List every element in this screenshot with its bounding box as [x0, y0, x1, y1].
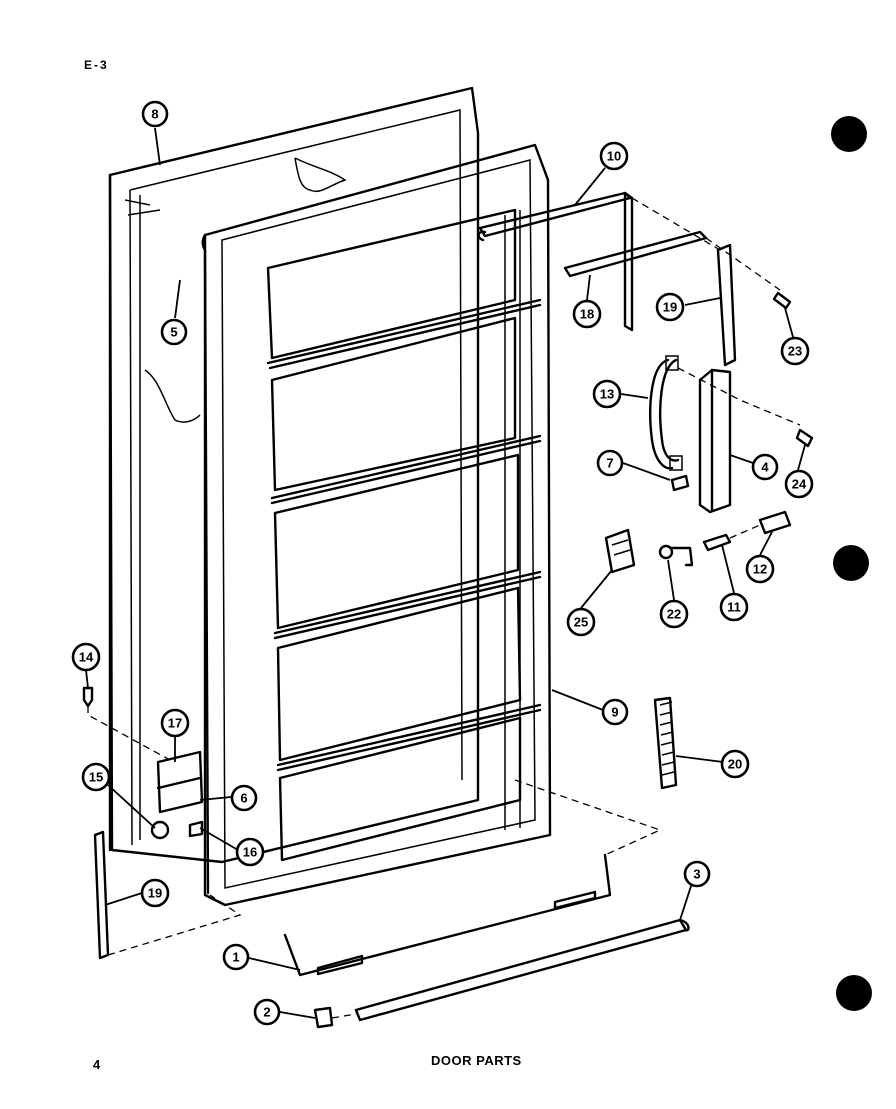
lower-hinge-hardware	[82, 686, 242, 960]
callout-3-label: 3	[693, 867, 700, 882]
door-outer-panel	[108, 86, 480, 864]
binder-hole-top	[831, 116, 867, 152]
binder-hole-bottom	[836, 975, 872, 1011]
bottom-rail-parts	[283, 853, 690, 1029]
callout-23: 23	[780, 336, 810, 366]
callout-15: 15	[81, 762, 111, 792]
callout-22: 22	[659, 599, 689, 629]
callout-12-label: 12	[753, 562, 767, 577]
callout-22-label: 22	[667, 607, 681, 622]
corner-code-mark: E-3	[84, 58, 109, 72]
door-gasket-strip	[653, 696, 678, 790]
page-caption: DOOR PARTS	[431, 1053, 522, 1068]
callout-15-label: 15	[89, 770, 103, 785]
callout-8-label: 8	[151, 107, 158, 122]
callout-9: 9	[601, 698, 629, 726]
callout-25-label: 25	[574, 615, 588, 630]
callout-16-label: 16	[243, 845, 257, 860]
callout-1-label: 1	[232, 950, 239, 965]
callout-19-bottom: 19	[140, 878, 170, 908]
callout-11: 11	[719, 592, 749, 622]
lock-parts	[604, 510, 792, 574]
callout-12: 12	[745, 554, 775, 584]
door-inner-liner	[201, 143, 662, 907]
callout-8: 8	[141, 100, 169, 128]
callout-leaders	[85, 127, 806, 1019]
callout-13-label: 13	[600, 387, 614, 402]
callout-14-label: 14	[79, 650, 94, 665]
callout-7: 7	[596, 449, 624, 477]
callout-19-top: 19	[655, 292, 685, 322]
callout-16: 16	[235, 837, 265, 867]
callout-2: 2	[253, 998, 281, 1026]
top-hinge-rail	[477, 191, 792, 367]
callout-20-label: 20	[728, 757, 742, 772]
binder-hole-middle	[833, 545, 869, 581]
callout-11-label: 11	[727, 600, 741, 615]
callout-6-label: 6	[240, 791, 247, 806]
callout-18-label: 18	[580, 307, 594, 322]
callout-7-label: 7	[606, 456, 613, 471]
callout-19-top-label: 19	[663, 300, 677, 315]
callout-5-label: 5	[170, 325, 177, 340]
callout-23-label: 23	[788, 344, 802, 359]
callout-25: 25	[566, 607, 596, 637]
callout-14: 14	[71, 642, 101, 672]
callout-2-label: 2	[263, 1005, 270, 1020]
callout-5: 5	[160, 318, 188, 346]
callout-18: 18	[572, 299, 602, 329]
door-handle-assembly	[649, 355, 814, 514]
callout-4: 4	[751, 453, 779, 481]
callout-1: 1	[222, 943, 250, 971]
callout-10: 10	[599, 141, 629, 171]
page-number: 4	[93, 1057, 101, 1072]
callout-13: 13	[592, 379, 622, 409]
callout-20: 20	[720, 749, 750, 779]
callout-9-label: 9	[611, 705, 618, 720]
callout-19-bottom-label: 19	[148, 886, 162, 901]
callout-17-label: 17	[168, 716, 182, 731]
callout-17: 17	[160, 708, 190, 738]
callout-3: 3	[683, 860, 711, 888]
callout-24: 24	[784, 469, 814, 499]
callout-10-label: 10	[607, 149, 621, 164]
callout-6: 6	[230, 784, 258, 812]
callout-4-label: 4	[761, 460, 769, 475]
callout-24-label: 24	[792, 477, 807, 492]
